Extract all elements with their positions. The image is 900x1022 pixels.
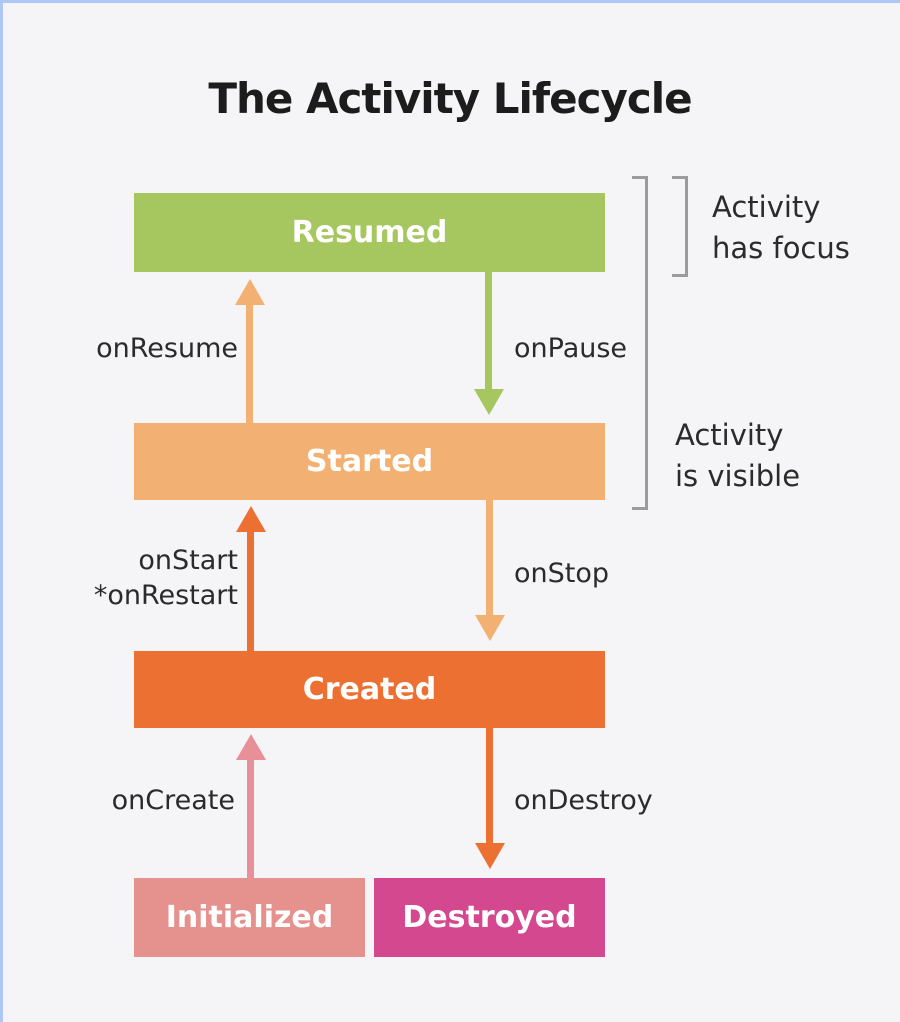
annotation-activity-is-visible: Activity is visible: [675, 415, 800, 497]
transition-label-onrestart-line2: *onRestart: [93, 580, 238, 611]
left-border-line: [0, 0, 3, 1022]
onresume-up-arrow-icon: [235, 279, 265, 305]
annotation-focus-line2: has focus: [712, 231, 850, 265]
onstart-arrow-shaft: [247, 528, 254, 651]
state-label-created: Created: [302, 672, 437, 707]
annotation-visible-line2: is visible: [675, 459, 801, 493]
ondestroy-down-arrow-icon: [475, 843, 505, 869]
state-label-initialized: Initialized: [165, 900, 334, 935]
focus-scope-bracket: [672, 176, 688, 277]
diagram-title: The Activity Lifecycle: [208, 74, 692, 123]
transition-label-onstart: onStart *onRestart: [28, 543, 238, 613]
oncreate-up-arrow-icon: [236, 734, 266, 760]
transition-label-ondestroy: onDestroy: [514, 785, 653, 816]
state-label-destroyed: Destroyed: [402, 900, 577, 935]
state-label-resumed: Resumed: [291, 215, 448, 250]
transition-label-onresume: onResume: [96, 333, 238, 364]
onpause-arrow-shaft: [485, 272, 492, 390]
transition-label-onpause: onPause: [514, 333, 628, 364]
ondestroy-arrow-shaft: [486, 728, 493, 844]
state-box-created: Created: [134, 651, 605, 728]
onpause-down-arrow-icon: [474, 389, 504, 415]
oncreate-arrow-shaft: [247, 756, 254, 878]
onstop-down-arrow-icon: [475, 615, 505, 641]
annotation-activity-has-focus: Activity has focus: [712, 187, 850, 269]
state-label-started: Started: [305, 444, 434, 479]
onstart-up-arrow-icon: [236, 506, 266, 532]
state-box-initialized: Initialized: [134, 878, 365, 957]
transition-label-onstart-line1: onStart: [138, 545, 238, 576]
transition-label-onstop: onStop: [514, 558, 610, 589]
top-border-line: [0, 0, 900, 3]
state-box-resumed: Resumed: [134, 193, 605, 272]
state-box-started: Started: [134, 423, 605, 500]
onstop-arrow-shaft: [486, 500, 493, 616]
onresume-arrow-shaft: [246, 301, 253, 423]
annotation-visible-line1: Activity: [675, 418, 784, 452]
visible-scope-bracket: [632, 176, 648, 510]
state-box-destroyed: Destroyed: [374, 878, 605, 957]
transition-label-oncreate: onCreate: [111, 785, 235, 816]
annotation-focus-line1: Activity: [712, 190, 821, 224]
